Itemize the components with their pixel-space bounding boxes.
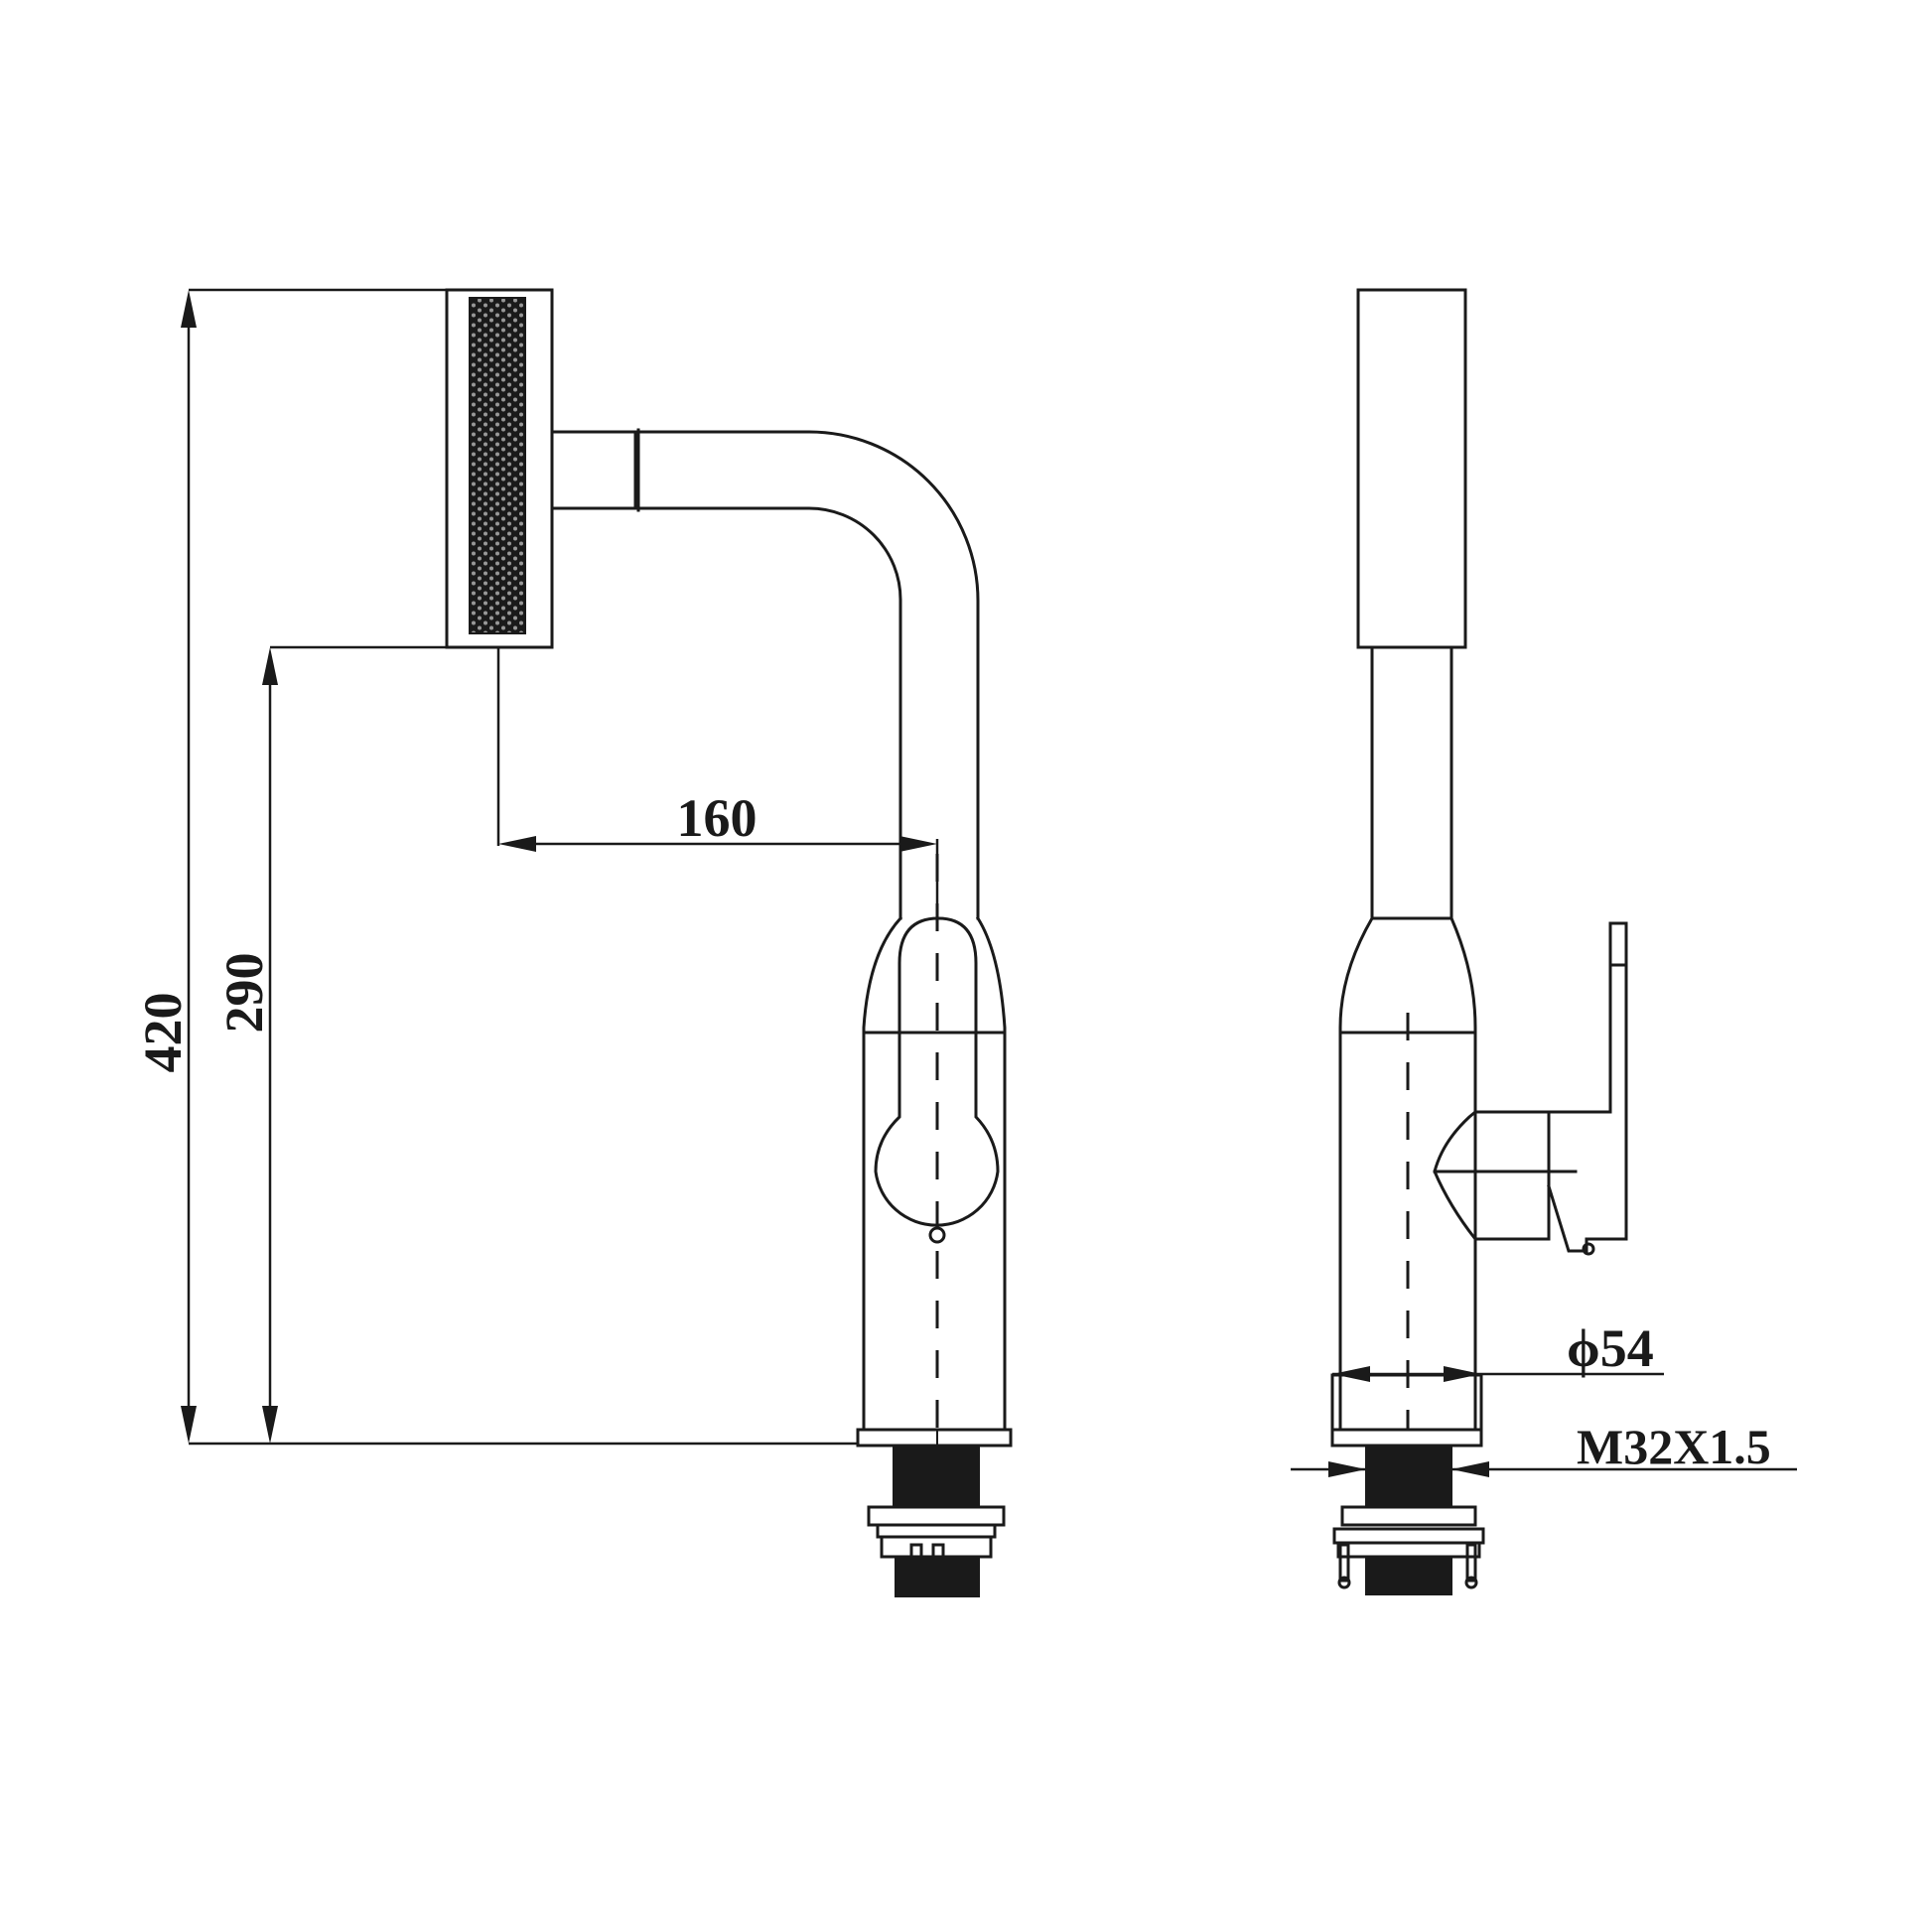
spout-outer — [636, 430, 980, 920]
mount-washer-side — [1336, 1541, 1481, 1559]
faucet-body-front — [862, 915, 1007, 1432]
lever-handle-side — [1547, 921, 1628, 1253]
mount-washer-front — [880, 1535, 993, 1559]
dimension-total-height: 420 — [133, 288, 858, 1446]
arrow-down — [181, 1406, 197, 1444]
neck-side — [1370, 645, 1453, 920]
gasket-front — [867, 1505, 1006, 1527]
total-height-label: 420 — [133, 993, 193, 1073]
front-view — [445, 288, 1013, 1597]
hose-connector — [550, 430, 637, 510]
side-foot-right — [1464, 1576, 1478, 1589]
thread-label: M32X1.5 — [1577, 1419, 1771, 1474]
mount-stud-right — [931, 1543, 945, 1590]
side-view — [1330, 288, 1628, 1595]
gasket-side — [1340, 1505, 1477, 1527]
shank-bottom-front — [895, 1556, 980, 1597]
side-stud-right — [1465, 1543, 1477, 1583]
side-stud-left — [1338, 1543, 1350, 1583]
mount-stud-left — [909, 1543, 923, 1590]
lever-pivot — [928, 1226, 946, 1244]
threaded-shank-side — [1365, 1445, 1452, 1508]
spray-head-side — [1356, 288, 1467, 649]
arrow-up — [181, 290, 197, 328]
dimension-spout-reach: 160 — [496, 647, 939, 918]
mount-nut-side — [1332, 1527, 1485, 1545]
lever-cartridge-side — [1433, 1110, 1551, 1241]
dimension-spout-height: 290 — [214, 645, 447, 1444]
base-plate-side — [1330, 1428, 1483, 1448]
dimension-thread: M32X1.5 — [1291, 1419, 1797, 1477]
lever-front-outline — [874, 916, 1000, 1227]
base-plate-front — [856, 1428, 1013, 1448]
side-foot-left — [1337, 1576, 1351, 1589]
spout-inner — [636, 506, 902, 920]
dimension-body-diameter: ϕ54 — [1332, 1318, 1664, 1382]
handle-screw — [1582, 1242, 1595, 1256]
body-diameter-label: ϕ54 — [1567, 1318, 1654, 1378]
mount-nut-front — [876, 1523, 997, 1539]
shank-bottom-side — [1365, 1556, 1452, 1595]
spout-reach-label: 160 — [677, 788, 758, 848]
spout-height-label: 290 — [214, 953, 274, 1034]
spray-mesh-panel — [469, 297, 526, 634]
threaded-shank-front — [893, 1445, 980, 1508]
